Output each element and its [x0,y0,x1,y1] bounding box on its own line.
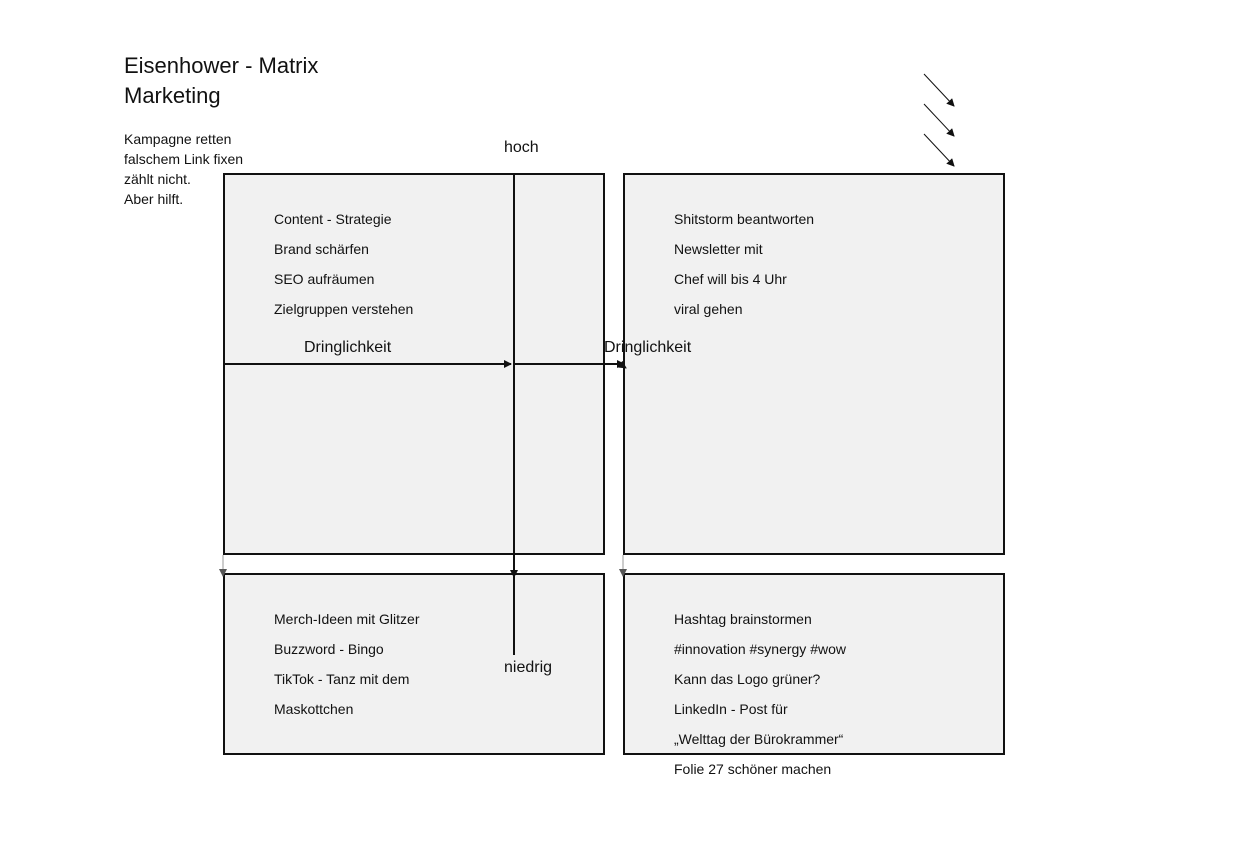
quadrant-item: SEO aufräumen [274,271,375,287]
side-note-line: Kampagne retten [124,131,232,147]
diagram-subtitle: Marketing [124,83,221,108]
side-note-line: Aber hilft. [124,191,184,207]
quadrant-item: LinkedIn - Post für [674,701,788,717]
quadrant-bottom-right[interactable] [623,573,1005,755]
diagram-title: Eisenhower - Matrix [124,53,319,78]
quadrant-bottom-left[interactable] [223,573,605,755]
quadrant-item: Buzzword - Bingo [274,641,384,657]
quadrant-item: Maskottchen [274,701,354,717]
axis-label-urgency-right: Dringlichkeit [604,339,692,356]
quadrant-item: Shitstorm beantworten [674,211,815,227]
quadrant-item: Chef will bis 4 Uhr [674,271,787,287]
diagonal-arrow [923,73,955,107]
quadrant-item: Kann das Logo grüner? [674,671,821,687]
quadrant-item: Merch-Ideen mit Glitzer [274,611,420,627]
quadrant-item: Content - Strategie [274,211,392,227]
diagonal-arrow [923,103,955,137]
side-note-line: falschem Link fixen [124,151,244,167]
quadrant-item: Hashtag brainstormen [674,611,812,627]
axis-label-bottom: niedrig [504,659,553,676]
quadrant-item: #innovation #synergy #wow [674,641,846,657]
quadrant-item: Folie 27 schöner machen [674,761,832,777]
quadrant-top-left[interactable] [223,173,605,555]
axis-label-top: hoch [504,139,539,156]
quadrant-item: TikTok - Tanz mit dem [274,671,410,687]
quadrant-item: Newsletter mit [674,241,763,257]
quadrant-item: Zielgruppen verstehen [274,301,414,317]
quadrant-top-right[interactable] [623,173,1005,555]
side-note: Kampagne retten falschem Link fixen zähl… [124,129,243,209]
side-note-line: zählt nicht. [124,171,191,187]
quadrant-item: Brand schärfen [274,241,369,257]
diagonal-arrow [923,133,955,167]
axis-label-urgency-left: Dringlichkeit [304,339,392,356]
quadrant-item: viral gehen [674,301,743,317]
quadrant-item: „Welttag der Bürokrammer“ [674,731,844,747]
